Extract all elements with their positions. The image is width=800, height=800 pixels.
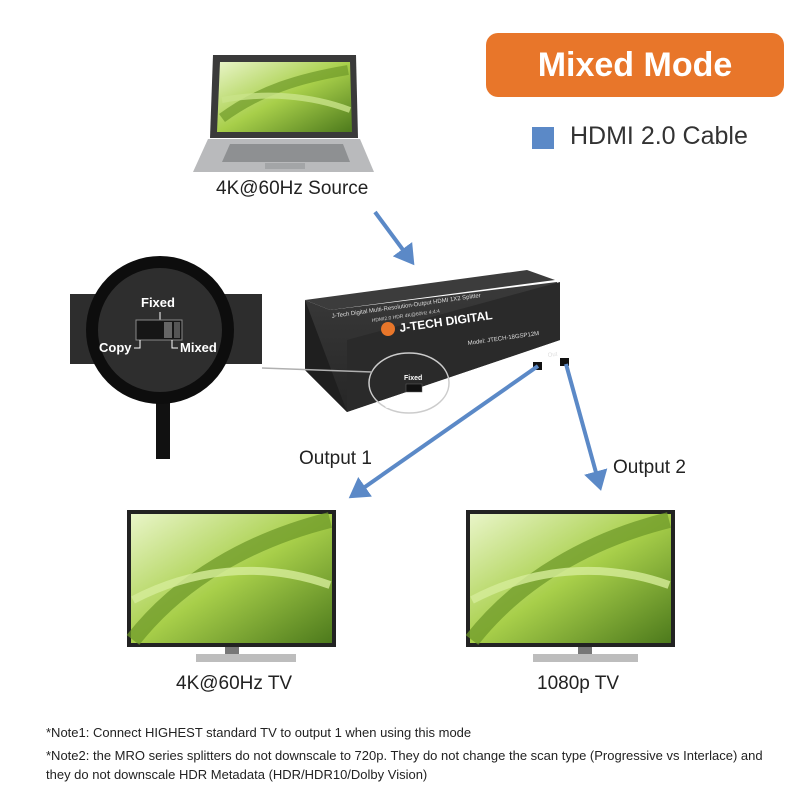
tv-output-2 (465, 510, 675, 662)
brand-logo-icon (381, 322, 395, 336)
device-out-label: Out (547, 352, 558, 359)
output-2-label: Output 2 (613, 457, 686, 478)
device-switch-fixed: Fixed (404, 375, 422, 382)
switch-highlight-circle (368, 352, 450, 414)
device-switch-copy: Copy (385, 404, 399, 410)
note-2: *Note2: the MRO series splitters do not … (46, 748, 763, 782)
zoom-copy-label: Copy (99, 340, 132, 355)
tv-1-label: 4K@60Hz TV (176, 673, 293, 694)
legend-label: HDMI 2.0 Cable (570, 122, 748, 150)
zoom-mixed-label: Mixed (180, 340, 217, 355)
input-cable-arrow (373, 210, 415, 266)
mode-title: Mixed Mode (537, 45, 733, 84)
laptop-source (193, 55, 374, 172)
switch-zoom-callout: Fixed Copy Mixed (70, 256, 373, 459)
tv-output-1 (126, 510, 336, 662)
device-mode-switch (405, 383, 423, 393)
output-2-cable-arrow (564, 363, 608, 491)
note-1: *Note1: Connect HIGHEST standard TV to o… (46, 725, 472, 740)
output-1-label: Output 1 (299, 448, 372, 469)
output-1-cable-arrow (348, 364, 540, 499)
device-switch-mixed: Mixed (422, 396, 438, 402)
tv-2-label: 1080p TV (537, 673, 620, 694)
mode-title-badge: Mixed Mode (486, 33, 784, 97)
splitter-device: J-Tech Digital Multi-Resolution-Output H… (305, 270, 569, 414)
source-label: 4K@60Hz Source (216, 178, 369, 199)
legend-swatch (532, 127, 554, 149)
output-port-2 (560, 358, 569, 366)
magnifier-handle (156, 395, 170, 459)
zoom-fixed-label: Fixed (141, 295, 175, 310)
